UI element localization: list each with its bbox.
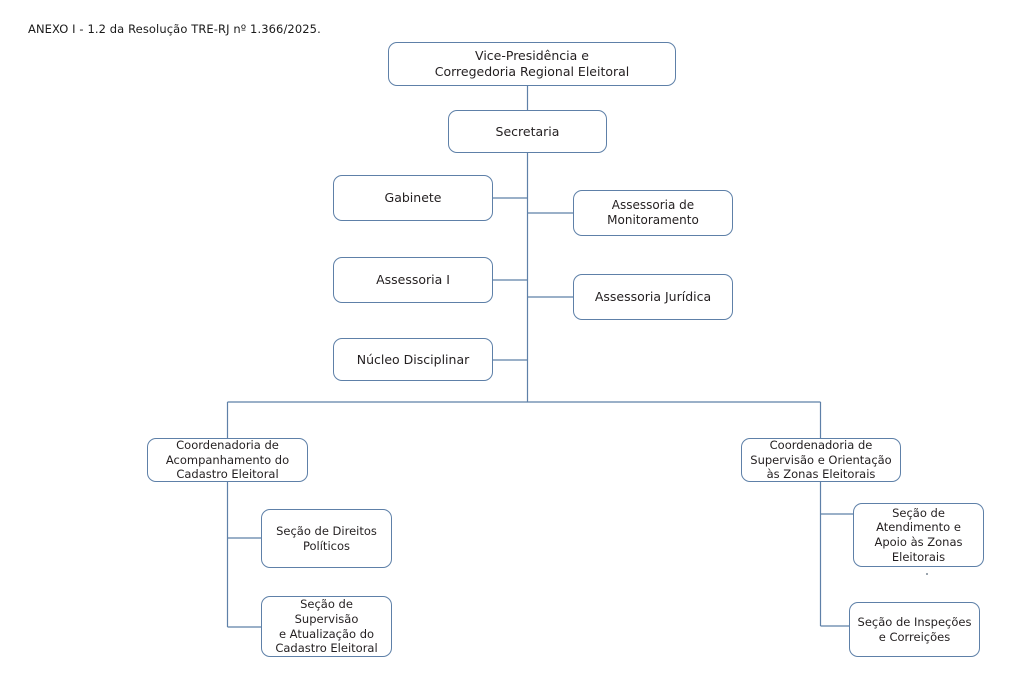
node-label: Seção de Atendimento e Apoio às Zonas El… [874,505,963,564]
node-coordenadoria-cadastro-eleitoral[interactable]: Coordenadoria de Acompanhamento do Cadas… [147,438,308,482]
node-vice-presidencia[interactable]: Vice-Presidência e Corregedoria Regional… [388,42,676,86]
node-label: Gabinete [384,190,442,205]
node-coordenadoria-zonas-eleitorais[interactable]: Coordenadoria de Supervisão e Orientação… [741,438,901,482]
node-label: Assessoria I [376,272,450,287]
node-assessoria-juridica[interactable]: Assessoria Jurídica [573,274,733,320]
node-label: Coordenadoria de Supervisão e Orientação… [750,437,892,482]
document-caption: ANEXO I - 1.2 da Resolução TRE-RJ nº 1.3… [28,22,321,36]
node-secao-supervisao-atualizacao[interactable]: Seção de Supervisão e Atualização do Cad… [261,596,392,657]
node-label: Vice-Presidência e Corregedoria Regional… [434,48,630,79]
node-label: Seção de Supervisão e Atualização do Cad… [275,597,378,656]
node-label: Núcleo Disciplinar [356,351,470,367]
node-label: Coordenadoria de Acompanhamento do Cadas… [165,437,290,482]
node-assessoria-i[interactable]: Assessoria I [333,257,493,303]
node-label: Assessoria de Monitoramento [607,197,699,227]
node-label: Assessoria Jurídica [594,289,712,304]
node-assessoria-monitoramento[interactable]: Assessoria de Monitoramento [573,190,733,236]
node-secao-atendimento-apoio-zonas[interactable]: Seção de Atendimento e Apoio às Zonas El… [853,503,984,567]
node-secao-direitos-politicos[interactable]: Seção de Direitos Políticos [261,509,392,568]
node-label: Seção de Direitos Políticos [276,523,377,553]
node-secao-inspecoes-correicoes[interactable]: Seção de Inspeções e Correições [849,602,980,657]
node-gabinete[interactable]: Gabinete [333,175,493,221]
stray-dot-artifact [926,573,928,575]
node-label: Seção de Inspeções e Correições [857,614,972,644]
node-label: Secretaria [495,123,560,139]
node-secretaria[interactable]: Secretaria [448,110,607,153]
node-nucleo-disciplinar[interactable]: Núcleo Disciplinar [333,338,493,381]
